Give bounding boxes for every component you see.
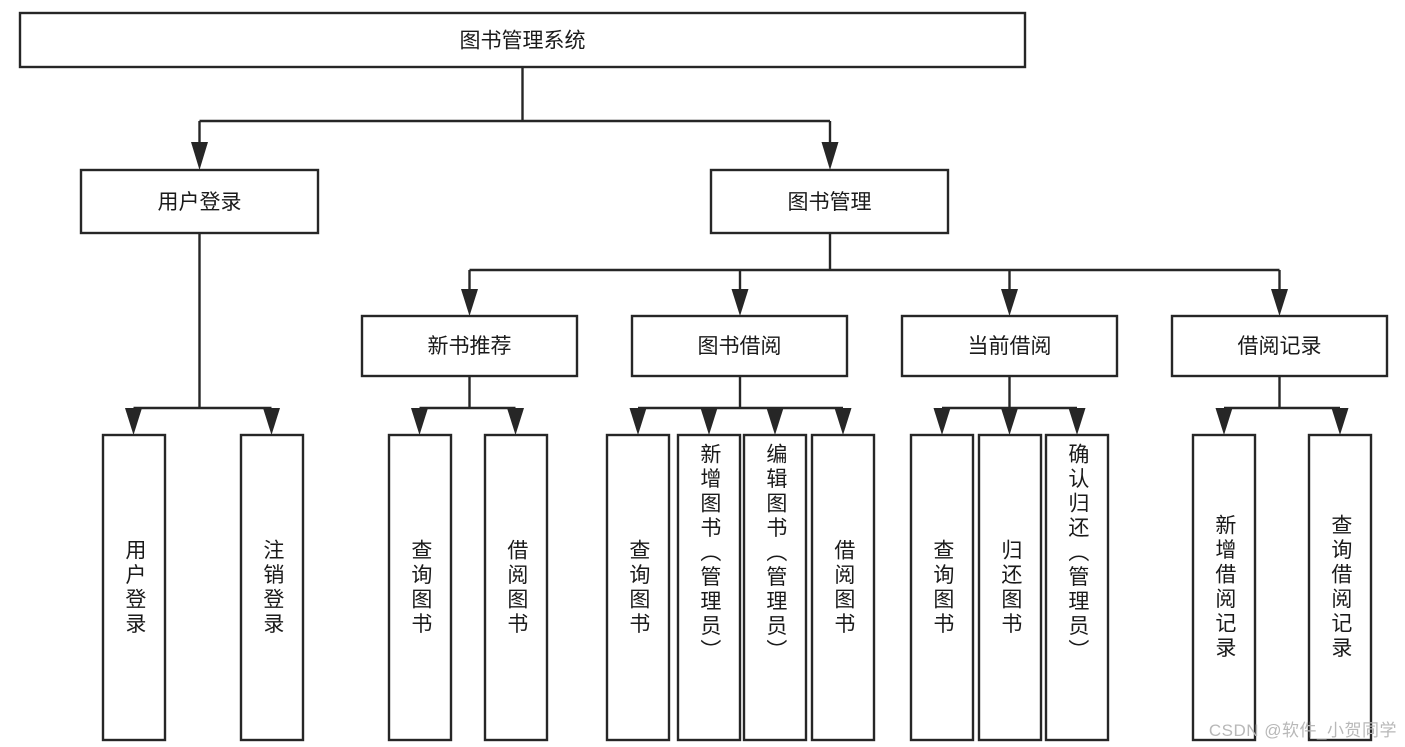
- node-new-book-rec[interactable]: 新书推荐: [360, 314, 579, 378]
- arrow-head-new-book-rec: [461, 289, 478, 316]
- node-book-borrow-label: 图书借阅: [698, 335, 782, 358]
- node-new-book-rec-label: 新书推荐: [428, 335, 512, 358]
- leaf-box-current-1[interactable]: [909, 433, 975, 742]
- node-borrow-record[interactable]: 借阅记录: [1170, 314, 1389, 378]
- node-book-manage-label: 图书管理: [788, 191, 872, 214]
- arrow-head-leaf-current-2: [1001, 408, 1018, 435]
- leaf-box-rec-2[interactable]: [483, 433, 549, 742]
- leaf-box-record-2[interactable]: [1307, 433, 1373, 742]
- arrow-head-leaf-login-2: [263, 408, 280, 435]
- node-borrow-record-label: 借阅记录: [1238, 335, 1322, 358]
- connector-layer: [125, 67, 1349, 435]
- node-book-manage[interactable]: 图书管理: [709, 168, 950, 235]
- arrow-head-user-login: [191, 142, 208, 170]
- leaf-box-current-3[interactable]: [1044, 433, 1110, 742]
- arrow-head-book-manage: [821, 142, 839, 170]
- arrow-head-book-borrow: [731, 289, 749, 316]
- leaf-box-borrow-4[interactable]: [810, 433, 876, 742]
- arrow-head-leaf-login-1: [125, 408, 142, 435]
- leaf-box-login-2[interactable]: [239, 433, 305, 742]
- node-current-borrow[interactable]: 当前借阅: [900, 314, 1119, 378]
- arrow-head-leaf-borrow-1: [629, 408, 647, 435]
- node-root[interactable]: 图书管理系统: [18, 11, 1027, 69]
- arrow-head-leaf-current-3: [1068, 408, 1086, 435]
- arrow-head-leaf-rec-2: [507, 408, 524, 435]
- leaf-box-rec-1[interactable]: [387, 433, 453, 742]
- leaf-box-borrow-1[interactable]: [605, 433, 671, 742]
- arrow-head-leaf-borrow-4: [834, 408, 852, 435]
- csdn-watermark: CSDN @软件_小贺同学: [1208, 721, 1397, 740]
- node-root-label: 图书管理系统: [460, 30, 586, 53]
- node-book-borrow[interactable]: 图书借阅: [630, 314, 849, 378]
- arrow-head-leaf-current-1: [933, 408, 951, 435]
- leaf-box-login-1[interactable]: [101, 433, 167, 742]
- arrow-head-current-borrow: [1001, 289, 1018, 316]
- arrow-head-leaf-rec-1: [411, 408, 428, 435]
- leaf-box-borrow-2[interactable]: [676, 433, 742, 742]
- arrow-head-leaf-record-2: [1331, 408, 1349, 435]
- leaf-box-borrow-3[interactable]: [742, 433, 808, 742]
- arrow-head-leaf-borrow-2: [700, 408, 718, 435]
- arrow-head-borrow-record: [1271, 289, 1288, 316]
- node-user-login[interactable]: 用户登录: [79, 168, 320, 235]
- arrow-head-leaf-record-1: [1215, 408, 1233, 435]
- node-current-borrow-label: 当前借阅: [968, 335, 1052, 358]
- leaf-box-record-1[interactable]: [1191, 433, 1257, 742]
- node-user-login-label: 用户登录: [158, 191, 242, 214]
- node-layer: 图书管理系统 用户登录 图书管理 新书推荐 图书借阅: [18, 11, 1389, 742]
- leaf-box-current-2[interactable]: [977, 433, 1043, 742]
- arrow-head-leaf-borrow-3: [766, 408, 784, 435]
